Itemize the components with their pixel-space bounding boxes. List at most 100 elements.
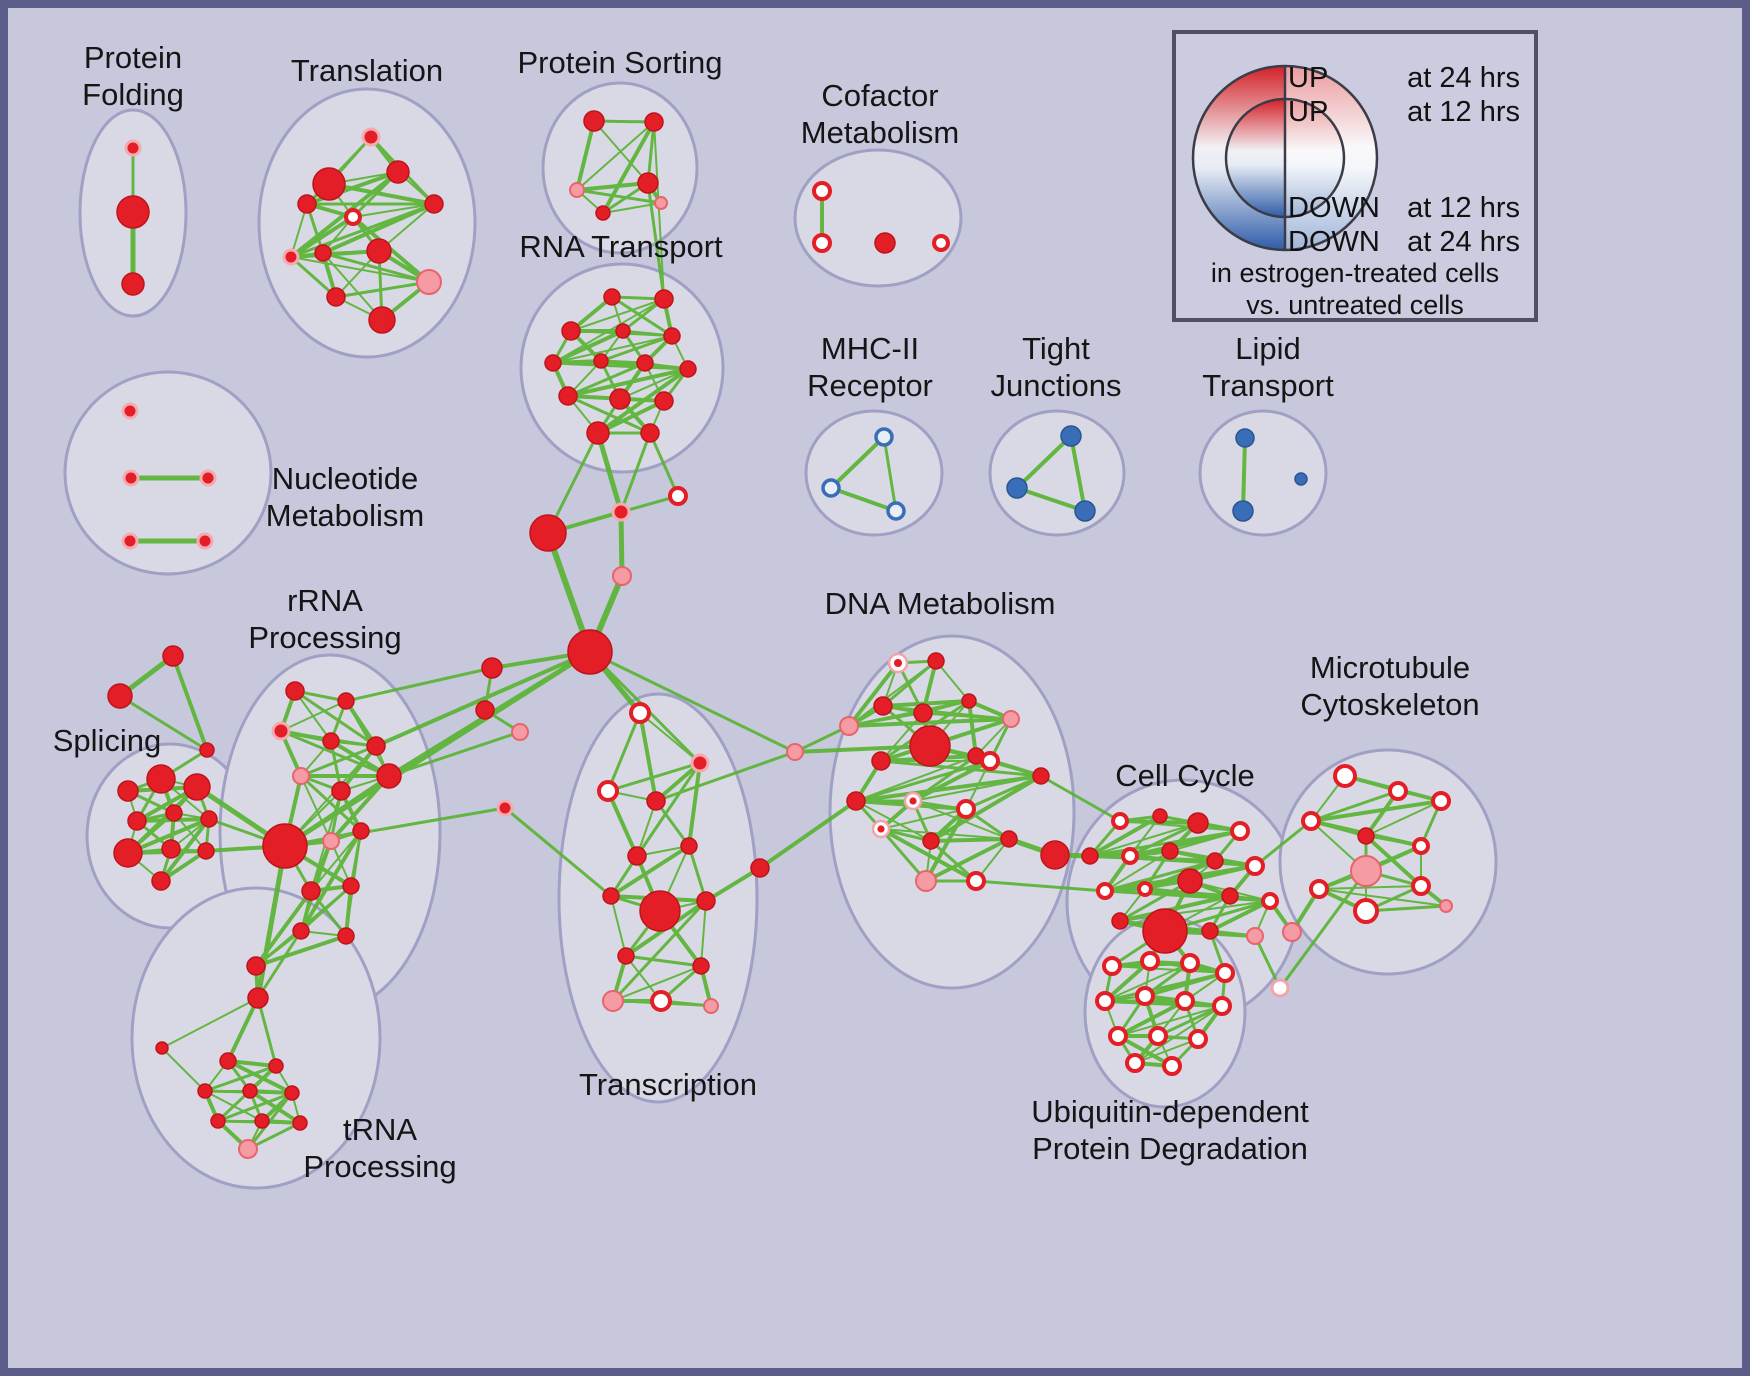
edge — [1143, 971, 1227, 998]
edge — [344, 666, 494, 703]
node-halo — [199, 469, 217, 487]
edge — [854, 759, 992, 803]
legend-dir-label: DOWN — [1288, 226, 1380, 258]
node-red — [197, 1083, 213, 1099]
edge — [216, 1091, 294, 1123]
node-ring — [980, 751, 1000, 771]
node-red — [922, 832, 940, 850]
cluster-label-cof: Metabolism — [801, 115, 960, 150]
node-red — [586, 421, 610, 445]
edge — [618, 509, 625, 579]
node-pale — [786, 743, 804, 761]
edge — [929, 837, 1011, 843]
node-red — [1032, 767, 1050, 785]
edge — [283, 806, 507, 848]
cluster-label-trna: Processing — [303, 1149, 456, 1184]
node-ring — [629, 702, 651, 724]
cluster-ellipse-ps — [541, 81, 699, 255]
edge — [280, 700, 347, 732]
node-red — [1152, 808, 1168, 824]
node-red — [1040, 840, 1070, 870]
edge — [1241, 436, 1247, 513]
node-red — [609, 388, 631, 410]
edge — [1119, 900, 1271, 922]
node-red — [1161, 842, 1179, 860]
node-ring — [1261, 892, 1279, 910]
edge — [334, 280, 431, 299]
cluster-label-trna: tRNA — [343, 1112, 417, 1147]
edge — [880, 712, 924, 762]
node-ring — [1148, 1026, 1168, 1046]
edge — [293, 689, 378, 748]
edge — [1278, 869, 1368, 990]
node-pale — [1350, 855, 1382, 887]
node-ring — [1333, 764, 1357, 788]
edge — [619, 368, 689, 400]
node-red — [121, 272, 145, 296]
node-red — [116, 195, 150, 229]
node-red — [603, 288, 621, 306]
node-ring — [1353, 898, 1379, 924]
layer-nodes — [107, 110, 1453, 1159]
edge — [1365, 800, 1442, 837]
node-red — [368, 306, 396, 334]
edge — [161, 1047, 206, 1092]
node-red — [314, 244, 332, 262]
cluster-label-mt: Microtubule — [1310, 650, 1470, 685]
edge — [653, 121, 665, 300]
node-red — [873, 696, 893, 716]
node-red — [285, 681, 305, 701]
edge — [226, 1059, 294, 1095]
node-red — [680, 837, 698, 855]
edge — [700, 900, 707, 967]
edge — [1103, 999, 1224, 1008]
node-red — [481, 657, 503, 679]
node-ring — [956, 799, 976, 819]
edge — [299, 829, 363, 933]
node-red — [246, 956, 266, 976]
edge — [595, 430, 624, 515]
edge — [847, 661, 900, 728]
cluster-label-rrna: Processing — [248, 620, 401, 655]
cluster-label-nuc: Nucleotide — [272, 461, 418, 496]
node-red — [696, 891, 716, 911]
cluster-label-dna: DNA Metabolism — [825, 586, 1056, 621]
node-red — [750, 858, 770, 878]
node-red — [1177, 868, 1203, 894]
legend-caption-line2: vs. untreated cells — [1246, 290, 1464, 320]
node-red — [654, 391, 674, 411]
edge — [566, 361, 647, 398]
edge — [924, 807, 968, 883]
node-ring — [1108, 1026, 1128, 1046]
edge — [1089, 822, 1199, 857]
edge — [882, 435, 898, 513]
node-red — [127, 811, 147, 831]
node-red — [146, 764, 176, 794]
node-ring — [597, 780, 619, 802]
edge — [575, 181, 650, 192]
node-red — [1081, 847, 1099, 865]
node-red — [1357, 827, 1375, 845]
edge — [226, 996, 260, 1063]
edge — [1015, 486, 1087, 513]
node-red — [692, 957, 710, 975]
node-red — [161, 839, 181, 859]
node-red — [297, 194, 317, 214]
node-pale — [238, 1139, 258, 1159]
cluster-label-mhc: Receptor — [807, 368, 933, 403]
edge — [171, 654, 209, 752]
cluster-label-lip: Lipid — [1235, 331, 1301, 366]
node-ring — [1137, 881, 1153, 897]
node-red — [593, 353, 609, 369]
edge — [1365, 835, 1422, 847]
edge — [352, 203, 435, 218]
node-red — [424, 194, 444, 214]
node-red — [254, 1113, 270, 1129]
cluster-label-ub: Protein Degradation — [1032, 1131, 1308, 1166]
node-bluering — [821, 478, 841, 498]
edge — [606, 761, 702, 793]
edge — [612, 965, 702, 1002]
node-red — [583, 110, 605, 132]
node-core — [909, 797, 917, 805]
edge — [1118, 894, 1232, 923]
